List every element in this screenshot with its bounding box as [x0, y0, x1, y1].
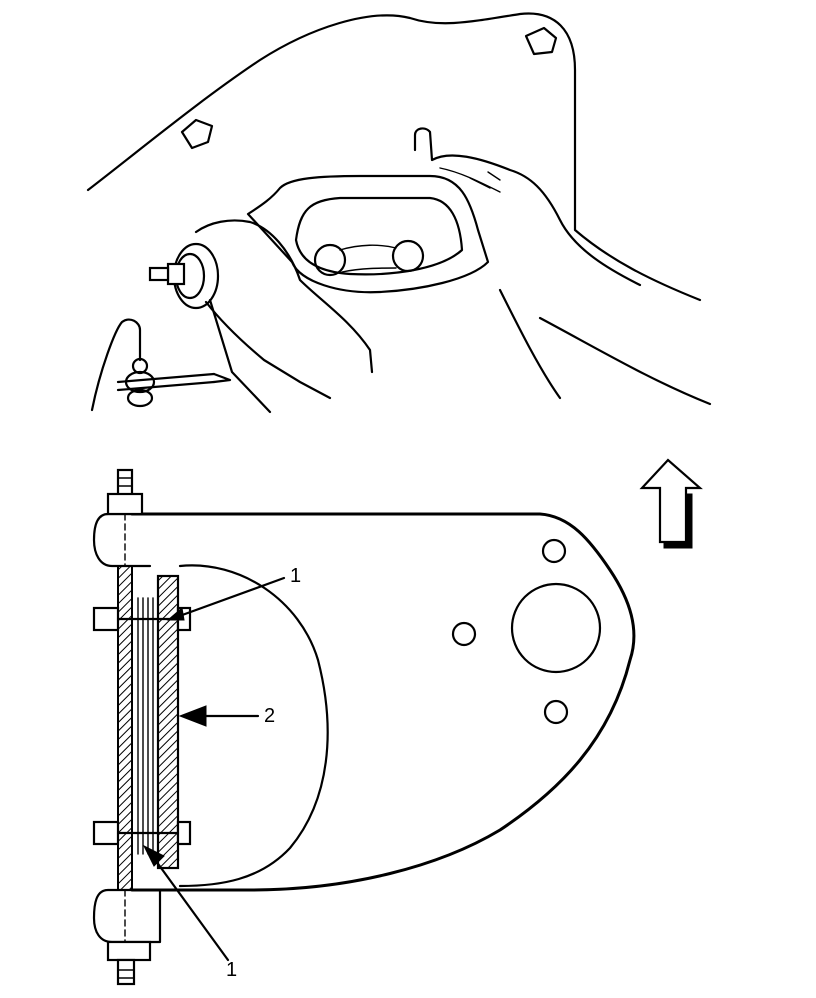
link-bracket — [90, 318, 142, 412]
frame-rail — [498, 288, 562, 400]
cross-shaft — [117, 565, 133, 891]
callout-2-arrowhead — [178, 705, 207, 727]
arm-body-top — [194, 219, 374, 374]
bottom-stud-thread — [117, 969, 135, 979]
up-arrow-shadow — [663, 493, 693, 549]
frame-outline — [86, 12, 702, 302]
frame-rail-lower — [538, 316, 712, 406]
arm-hole-large — [510, 582, 602, 674]
callout-1b-arrowhead — [142, 844, 165, 867]
bracket-hole-right — [391, 239, 425, 273]
hand-finger-lines — [439, 167, 501, 193]
bottom-stud — [116, 958, 136, 986]
bottom-nut — [106, 940, 152, 962]
control-arm-view: 1 2 1 — [92, 468, 636, 986]
callout-1-label: 1 — [290, 565, 301, 587]
frame-mount-view — [86, 12, 712, 414]
callout-1-arrowhead — [166, 607, 185, 621]
link-bushing-lower — [126, 388, 154, 408]
frame-slot-right — [524, 26, 558, 56]
callout-1b-leader — [146, 848, 230, 962]
top-stud-thread — [117, 477, 133, 487]
arm-hole-top — [541, 538, 567, 564]
bushing-shaft-line — [208, 298, 272, 414]
hatched-plate — [156, 574, 180, 870]
bracket-hole-left — [313, 243, 347, 277]
hand-outline — [413, 127, 642, 287]
up-arrow-icon — [639, 458, 703, 549]
callout-2-label: 2 — [264, 705, 275, 727]
arm-hole-left — [451, 621, 477, 647]
bushing-stud — [148, 266, 170, 282]
callout-1b-label: 1 — [226, 959, 237, 981]
shim-pack — [137, 597, 154, 855]
arm-hole-bottom — [543, 699, 569, 725]
mount-bracket-inner — [294, 196, 464, 276]
top-boss — [92, 512, 152, 568]
link-rod — [116, 372, 216, 392]
mount-bracket — [246, 174, 490, 294]
callout-1-leader — [172, 576, 286, 620]
top-nut — [106, 492, 144, 516]
bracket-hole-bridge — [339, 244, 397, 273]
link-rod-end — [212, 372, 232, 384]
upper-bolt-head — [92, 606, 120, 632]
control-arm-outline — [130, 512, 636, 892]
link-nut — [131, 357, 149, 375]
lower-bolt-nut — [176, 820, 192, 846]
bushing-nut — [166, 262, 186, 286]
lower-bolt-head — [92, 820, 120, 846]
frame-slot-left — [180, 118, 214, 150]
bottom-boss — [92, 888, 162, 944]
control-arm-cutout — [178, 564, 329, 888]
